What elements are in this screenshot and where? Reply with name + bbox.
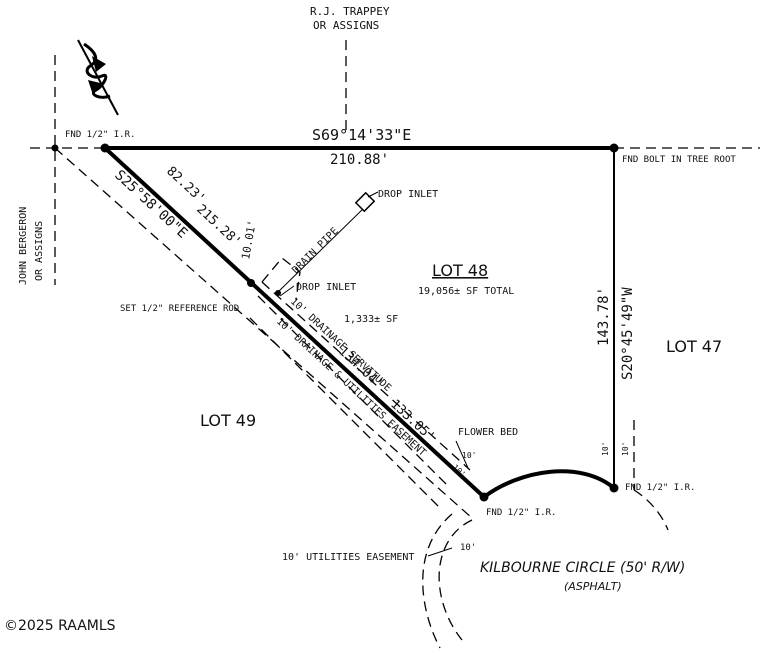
- diagonal-offset-1: [54, 147, 473, 519]
- row-curve-outer: [422, 513, 453, 649]
- easement-line-1: [257, 295, 451, 489]
- lot48-area: 19,056± SF TOTAL: [418, 286, 514, 297]
- ten-ft-label-5: 10': [460, 543, 476, 553]
- fnd-ir-s-label: FND 1/2" I.R.: [486, 508, 556, 518]
- north-arrow-icon: [77, 39, 119, 116]
- flower-bed-leader: [455, 440, 469, 469]
- ten-ft-label-1: 10': [601, 442, 610, 456]
- west-boundary-line: [103, 146, 486, 499]
- servitude-box: [261, 257, 301, 301]
- fnd-bolt-label: FND BOLT IN TREE ROOT: [622, 155, 736, 165]
- north-bearing: S69°14'33"E: [312, 126, 411, 144]
- set-reference-label: SET 1/2" REFERENCE ROD: [120, 304, 239, 314]
- drop-inlet-top-label: DROP INLET: [378, 189, 438, 200]
- east-distance: 143.78': [596, 287, 612, 346]
- north-owner-assigns: OR ASSIGNS: [313, 19, 379, 32]
- ten-ft-label-2: 10': [621, 442, 630, 456]
- width-1001-label: 10.01': [239, 219, 259, 260]
- drop-inlet-box: [354, 191, 376, 213]
- lot47-label: LOT 47: [666, 337, 722, 356]
- easement-line-2: [249, 317, 441, 509]
- row-curve-inner: [438, 519, 473, 641]
- drop-inlet-mid-leader: [279, 285, 295, 297]
- lot49-label: LOT 49: [200, 411, 256, 430]
- north-owner-name: R.J. TRAPPEY: [310, 5, 390, 18]
- fnd-ir-se-label: FND 1/2" I.R.: [625, 483, 695, 493]
- west-segment-distance: 82.23': [163, 164, 208, 207]
- lot48-label: LOT 48: [432, 261, 488, 280]
- servitude-area: 1,333± SF: [344, 314, 398, 325]
- west-owner-assigns: OR ASSIGNS: [34, 221, 45, 281]
- fnd-ir-nw-label: FND 1/2" I.R.: [65, 130, 135, 140]
- drain-pipe-label: DRAIN PIPE: [290, 226, 340, 276]
- drainage-utilities-label: 10' DRAINAGE & UTILITIES EASEMENT: [274, 316, 428, 459]
- flower-bed-label: FLOWER BED: [458, 427, 518, 438]
- copyright-watermark: ©2025 RAAMLS: [4, 618, 116, 634]
- west-owner-name: JOHN BERGERON: [18, 207, 29, 285]
- utilities-easement-label: 10' UTILITIES EASEMENT: [282, 552, 414, 563]
- corner-point-nw-ext: [51, 144, 59, 152]
- reference-rod-point: [247, 279, 255, 287]
- east-bearing: S20°45'49"W: [620, 287, 636, 380]
- street-surface: (ASPHALT): [564, 580, 622, 593]
- servitude-line: [261, 281, 471, 471]
- frontage-curve: [482, 469, 616, 499]
- corner-point-nw: [100, 143, 110, 153]
- row-curve-east: [633, 489, 669, 531]
- drop-inlet-mid-label: DROP INLET: [296, 282, 356, 293]
- ten-ft-label-4: 10': [462, 451, 476, 460]
- utilities-leader: [427, 547, 453, 557]
- north-distance: 210.88': [330, 152, 389, 168]
- drop-inlet-point: [275, 290, 281, 296]
- drain-pipe: [277, 205, 367, 293]
- street-name: KILBOURNE CIRCLE (50' R/W): [480, 560, 685, 576]
- corner-point-ne: [609, 143, 619, 153]
- drop-inlet-leader: [367, 191, 379, 198]
- west-distance: 215.28': [193, 202, 243, 250]
